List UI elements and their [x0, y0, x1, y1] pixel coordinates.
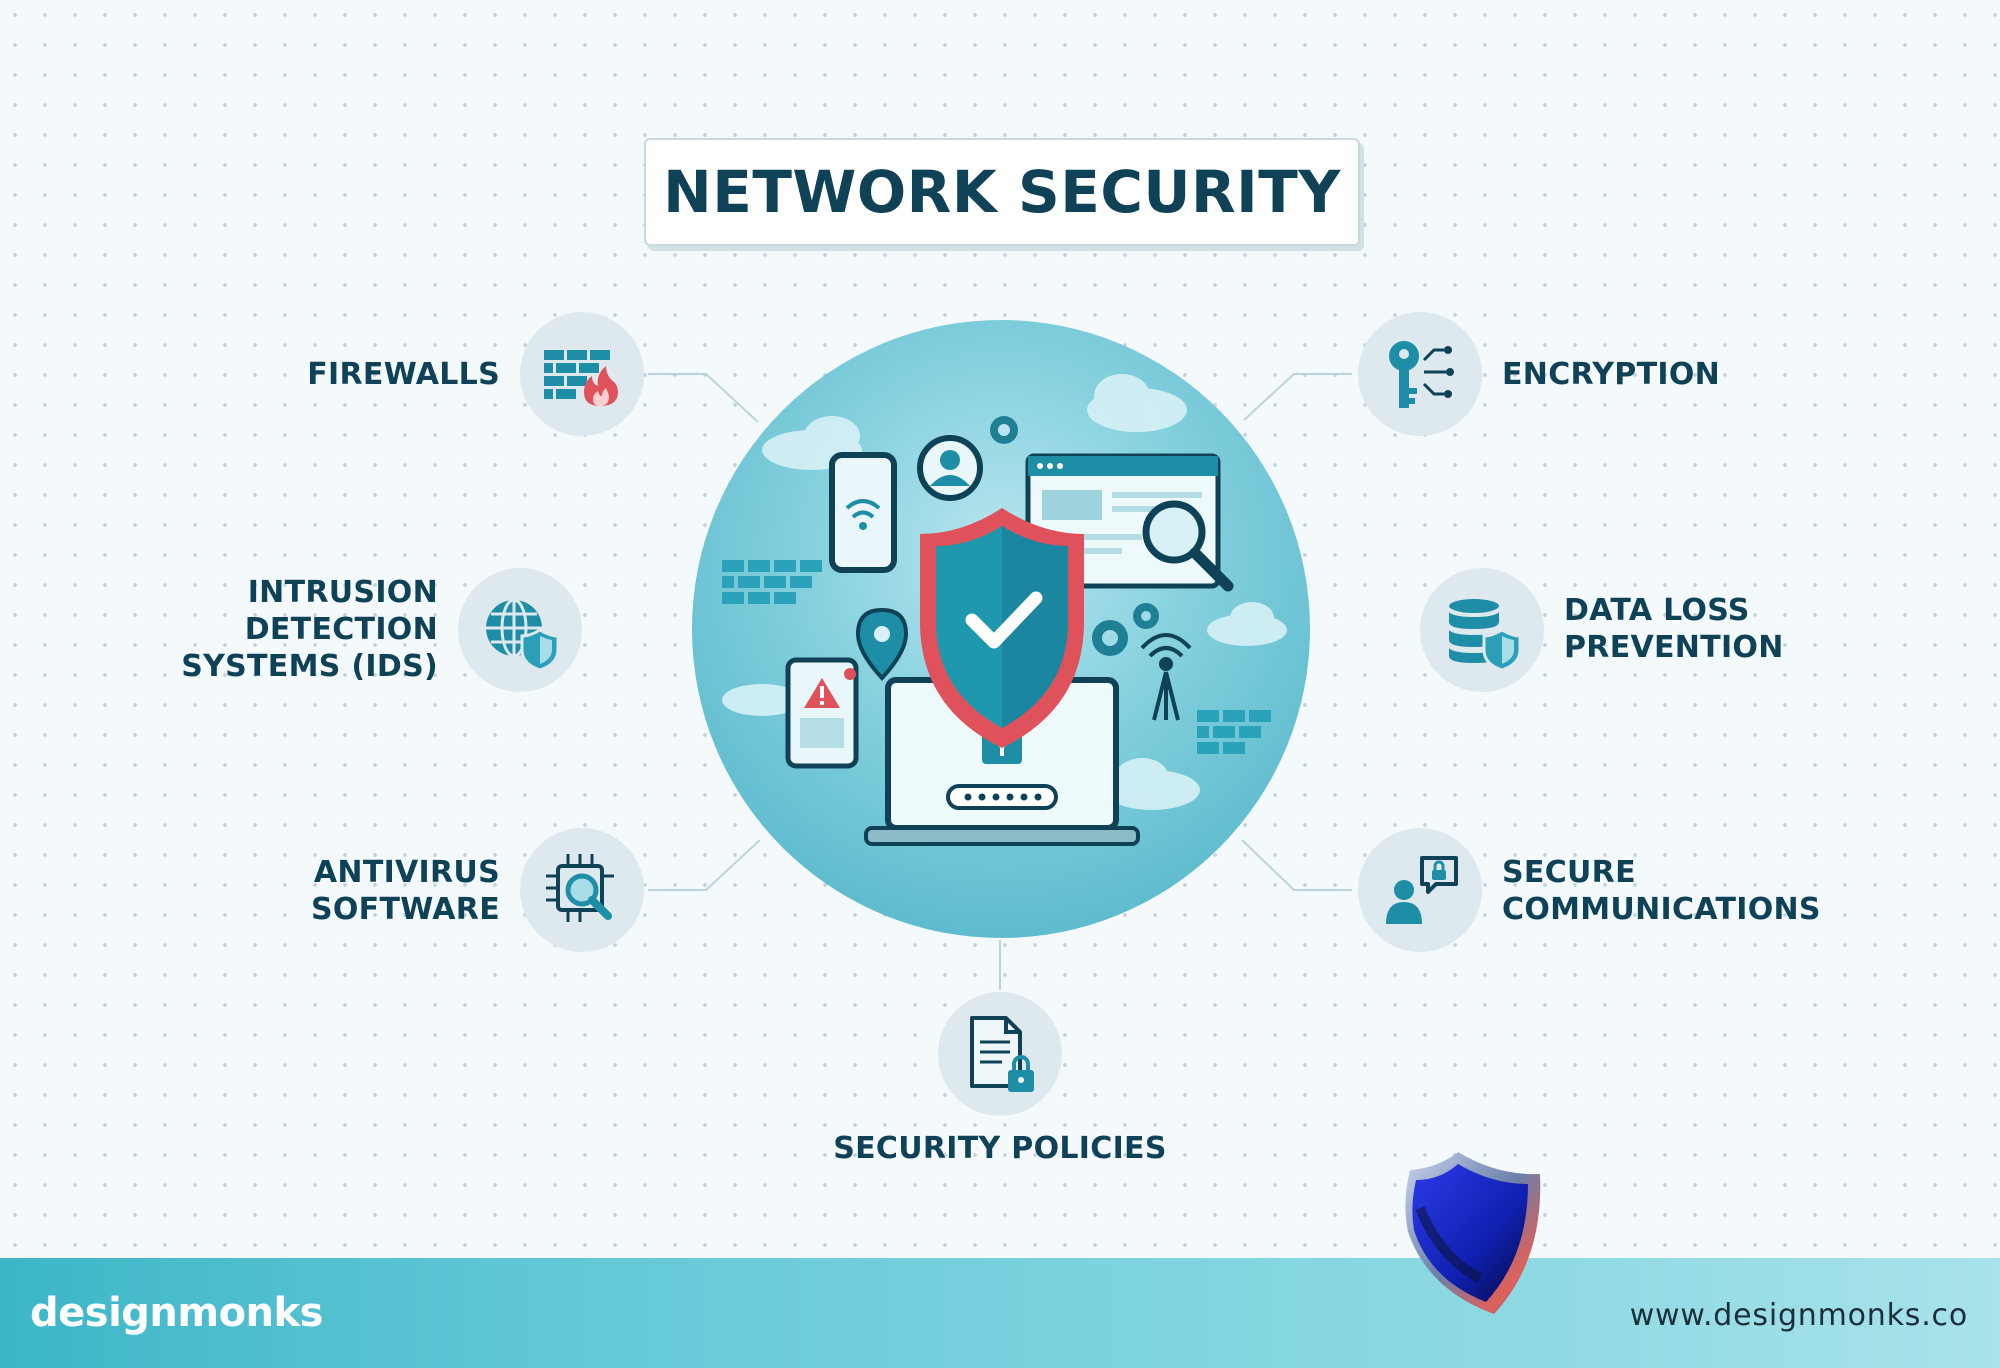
secure-comms-node — [1358, 828, 1482, 952]
shield-check-icon — [920, 508, 1084, 748]
brick-wall-fire-icon — [544, 350, 618, 406]
secure-comms-label: SECURE COMMUNICATIONS — [1502, 855, 1821, 927]
smartphone-wifi-icon — [829, 452, 897, 573]
location-pin-icon — [855, 607, 909, 681]
globe-shield-icon — [486, 598, 560, 672]
laptop-lock-icon — [864, 677, 1140, 846]
footer-bar — [0, 1258, 2000, 1368]
cloud-icon — [722, 374, 1287, 810]
central-illustration — [692, 320, 1310, 938]
firewalls-node — [520, 312, 644, 436]
encryption-node — [1358, 312, 1482, 436]
title-box: NETWORK SECURITY — [644, 138, 1360, 246]
dlp-node — [1420, 568, 1544, 692]
antenna-icon — [1140, 633, 1192, 721]
user-chat-lock-icon — [1386, 856, 1458, 924]
brand-logo: designmonks — [30, 1290, 323, 1336]
brick-wall-icon — [722, 560, 1271, 754]
antivirus-label: ANTIVIRUS SOFTWARE — [310, 855, 500, 927]
ids-node — [458, 568, 582, 692]
ids-label: INTRUSION DETECTION SYSTEMS (IDS) — [181, 575, 438, 684]
decorative-shield-icon — [1405, 1152, 1541, 1314]
policies-label: SECURITY POLICIES — [833, 1131, 1167, 1166]
user-avatar-icon — [917, 435, 983, 501]
key-circuit-icon — [1389, 341, 1454, 408]
dlp-label: DATA LOSS PREVENTION — [1564, 593, 1784, 665]
policies-node — [938, 992, 1062, 1116]
antivirus-node — [520, 828, 644, 952]
gear-icon — [990, 416, 1159, 656]
database-shield-icon — [1447, 597, 1522, 672]
encryption-label: ENCRYPTION — [1502, 357, 1721, 392]
magnifier-icon — [1142, 500, 1234, 592]
tablet-alert-icon — [785, 657, 859, 769]
document-lock-icon — [970, 1016, 1034, 1092]
chip-magnifier-icon — [546, 854, 614, 922]
page-title: NETWORK SECURITY — [663, 158, 1341, 226]
website-url: www.designmonks.co — [1629, 1298, 1968, 1333]
firewalls-label: FIREWALLS — [307, 357, 500, 392]
